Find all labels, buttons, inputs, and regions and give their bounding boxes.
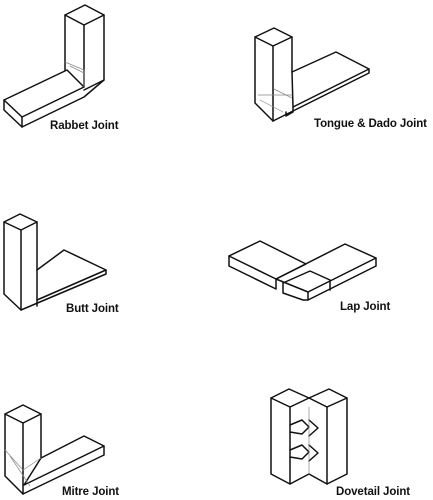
butt-joint-drawing xyxy=(3,213,107,311)
mitre-joint-drawing xyxy=(4,404,105,495)
tongue-dado-joint-drawing xyxy=(254,27,370,122)
rabbet-joint-label: Rabbet Joint xyxy=(50,120,119,132)
lap-joint-label: Lap Joint xyxy=(340,301,391,313)
tongue-dado-joint-label: Tongue & Dado Joint xyxy=(314,118,427,130)
dovetail-joint-label: Dovetail Joint xyxy=(336,486,411,498)
rabbet-joint-drawing xyxy=(3,4,105,128)
mitre-joint-label: Mitre Joint xyxy=(62,486,120,498)
dovetail-joint-drawing xyxy=(270,388,348,485)
lap-joint-drawing xyxy=(228,240,377,301)
butt-joint-label: Butt Joint xyxy=(66,303,119,315)
